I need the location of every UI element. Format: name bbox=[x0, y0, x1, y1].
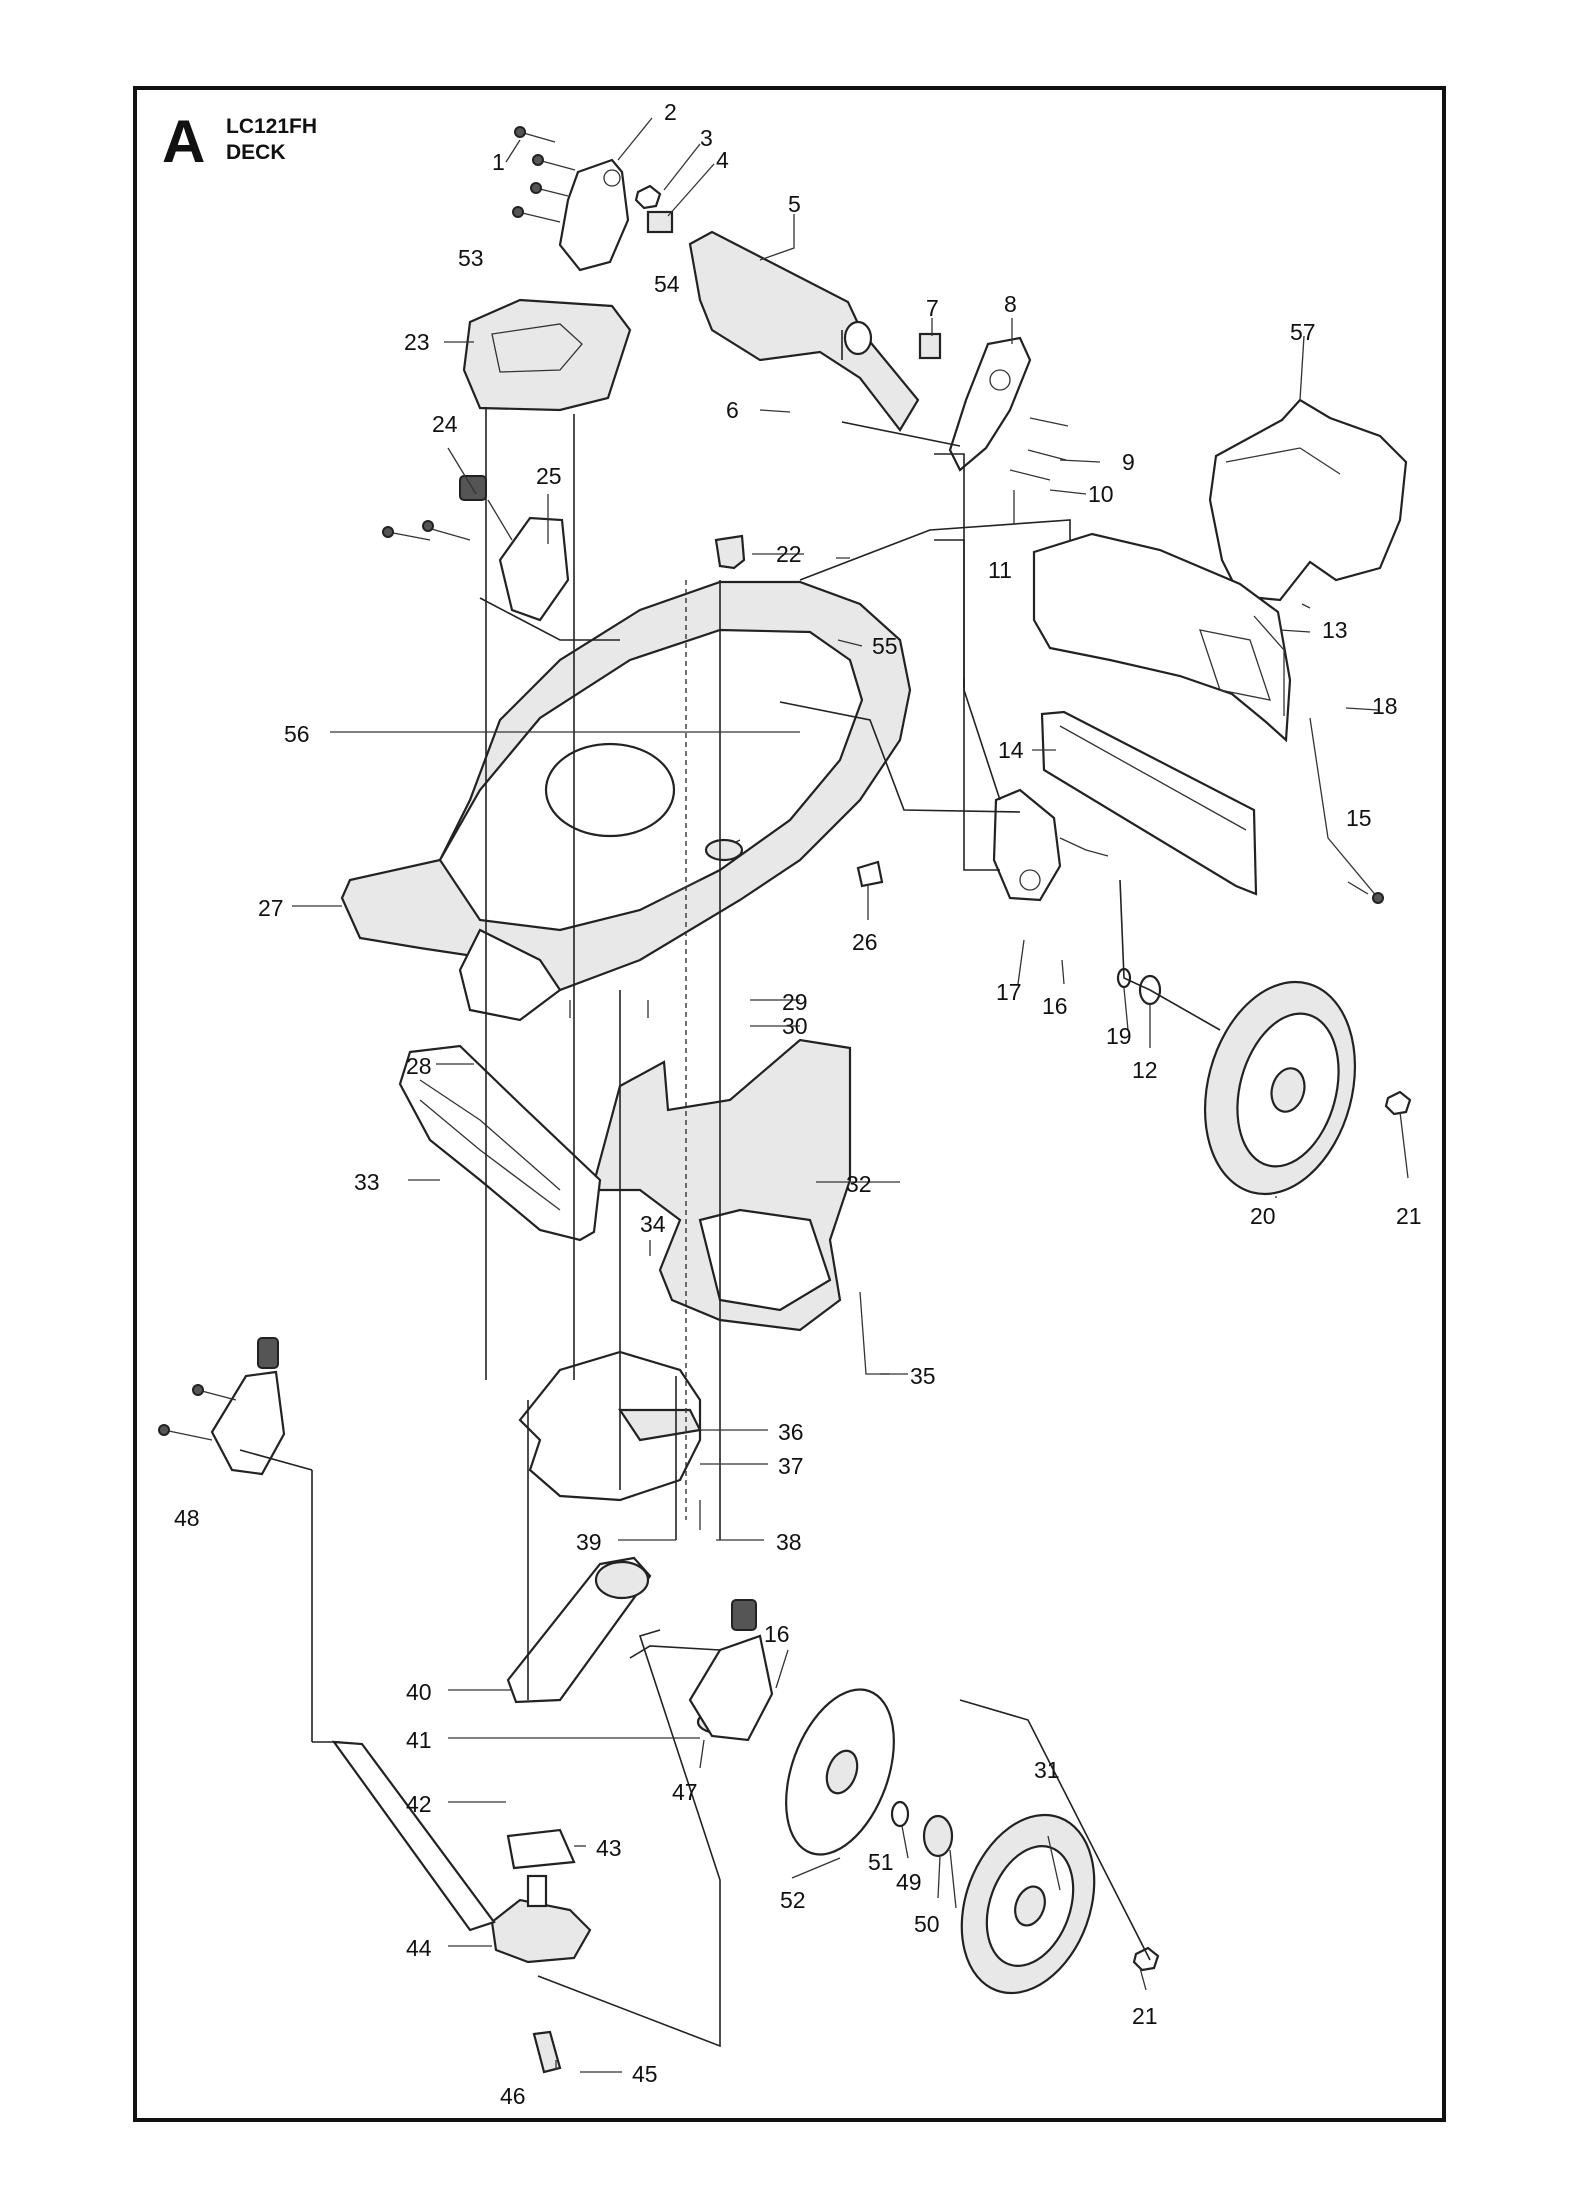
blade-housing-36-37 bbox=[518, 1350, 702, 1502]
handle-bracket-left bbox=[558, 158, 630, 272]
callout-6: 6 bbox=[726, 397, 739, 423]
callout-55: 55 bbox=[872, 633, 898, 659]
callout-20: 20 bbox=[1250, 1203, 1276, 1229]
callout-21a: 21 bbox=[1396, 1203, 1422, 1229]
height-adjust-rear-17 bbox=[992, 788, 1062, 902]
callout-4: 4 bbox=[716, 147, 729, 173]
callout-21b: 21 bbox=[1132, 2003, 1158, 2029]
callout-7: 7 bbox=[926, 295, 939, 321]
callout-53: 53 bbox=[458, 245, 484, 271]
callout-14: 14 bbox=[998, 737, 1024, 763]
callout-36: 36 bbox=[778, 1419, 804, 1445]
front-bumper-33 bbox=[398, 1044, 602, 1242]
callout-29: 29 bbox=[782, 989, 808, 1015]
callout-12: 12 bbox=[1132, 1057, 1158, 1083]
callout-37: 37 bbox=[778, 1453, 804, 1479]
callout-39: 39 bbox=[576, 1529, 602, 1555]
callout-18: 18 bbox=[1372, 693, 1398, 719]
callout-41: 41 bbox=[406, 1727, 432, 1753]
handle-tube-5 bbox=[688, 230, 920, 432]
model-number: LC121FH bbox=[226, 115, 318, 138]
callout-45: 45 bbox=[632, 2061, 658, 2087]
callout-5: 5 bbox=[788, 191, 801, 217]
knob-22 bbox=[714, 534, 746, 570]
model-block: LC121FH DECK bbox=[226, 114, 317, 167]
handle-bracket-right bbox=[948, 336, 1032, 472]
callout-25: 25 bbox=[536, 463, 562, 489]
callout-19: 19 bbox=[1106, 1023, 1132, 1049]
callout-54: 54 bbox=[654, 271, 680, 297]
spring-46 bbox=[532, 2030, 562, 2074]
callout-11: 11 bbox=[988, 557, 1012, 583]
grass-bag-frame-13 bbox=[1032, 532, 1292, 743]
callout-16a: 16 bbox=[1042, 993, 1068, 1019]
callout-28: 28 bbox=[406, 1053, 432, 1079]
leader-lines bbox=[292, 117, 1409, 2073]
assembly-lines bbox=[239, 330, 1221, 2048]
callout-57: 57 bbox=[1290, 319, 1316, 345]
callout-50: 50 bbox=[914, 1911, 940, 1937]
hubcap-52 bbox=[785, 1688, 895, 1856]
height-adjust-front bbox=[498, 516, 570, 622]
callout-34: 34 bbox=[640, 1211, 666, 1237]
callout-27: 27 bbox=[258, 895, 284, 921]
part-shapes bbox=[158, 126, 1412, 2074]
callout-22: 22 bbox=[776, 541, 802, 567]
callout-15: 15 bbox=[1346, 805, 1372, 831]
callout-2: 2 bbox=[664, 99, 677, 125]
callout-23: 23 bbox=[404, 329, 430, 355]
front-wheel-31 bbox=[960, 1813, 1096, 1995]
rear-wheel-20 bbox=[1203, 980, 1357, 1196]
motor-cover-23 bbox=[462, 298, 632, 412]
callout-13: 13 bbox=[1322, 617, 1348, 643]
callout-8: 8 bbox=[1004, 291, 1017, 317]
rear-skirt-14 bbox=[1040, 710, 1258, 896]
spring-7 bbox=[918, 332, 942, 360]
section-title: DECK bbox=[226, 141, 286, 165]
callout-31: 31 bbox=[1034, 1757, 1060, 1783]
plate-43 bbox=[506, 1828, 576, 1870]
callout-46: 46 bbox=[500, 2083, 526, 2109]
callout-30: 30 bbox=[782, 1013, 808, 1039]
callout-43: 43 bbox=[596, 1835, 622, 1861]
callout-10: 10 bbox=[1088, 481, 1114, 507]
grass-bag-57 bbox=[1208, 398, 1408, 602]
callout-9: 9 bbox=[1122, 449, 1135, 475]
callout-3: 3 bbox=[700, 125, 713, 151]
callout-17: 17 bbox=[996, 979, 1022, 1005]
deck-motor-opening bbox=[544, 742, 676, 838]
callout-38: 38 bbox=[776, 1529, 802, 1555]
height-adjust-48 bbox=[210, 1370, 286, 1476]
callout-56: 56 bbox=[284, 721, 310, 747]
callout-24: 24 bbox=[432, 411, 458, 437]
callout-26: 26 bbox=[852, 929, 878, 955]
callout-51: 51 bbox=[868, 1849, 894, 1875]
rod-15 bbox=[1309, 717, 1379, 899]
axle-shaft bbox=[331, 1740, 496, 1932]
callout-48: 48 bbox=[174, 1505, 200, 1531]
gearbox-44 bbox=[490, 1898, 592, 1964]
callout-35: 35 bbox=[910, 1363, 936, 1389]
callout-52: 52 bbox=[780, 1887, 806, 1913]
callout-33: 33 bbox=[354, 1169, 380, 1195]
callout-40: 40 bbox=[406, 1679, 432, 1705]
page-frame bbox=[133, 86, 1446, 2122]
nut-3 bbox=[634, 184, 662, 210]
callout-42: 42 bbox=[406, 1791, 432, 1817]
bolts-top bbox=[517, 131, 576, 223]
callout-1: 1 bbox=[492, 149, 505, 175]
callout-47: 47 bbox=[672, 1779, 698, 1805]
clip-26 bbox=[856, 860, 884, 888]
callout-labels: 1 2 3 4 5 6 7 8 9 10 11 12 13 14 15 16 1… bbox=[174, 99, 1422, 2109]
callout-49: 49 bbox=[896, 1869, 922, 1895]
callout-16b: 16 bbox=[764, 1621, 790, 1647]
callout-32: 32 bbox=[846, 1171, 872, 1197]
spring-4 bbox=[646, 210, 674, 234]
callout-44: 44 bbox=[406, 1935, 432, 1961]
section-letter: A bbox=[162, 108, 206, 175]
